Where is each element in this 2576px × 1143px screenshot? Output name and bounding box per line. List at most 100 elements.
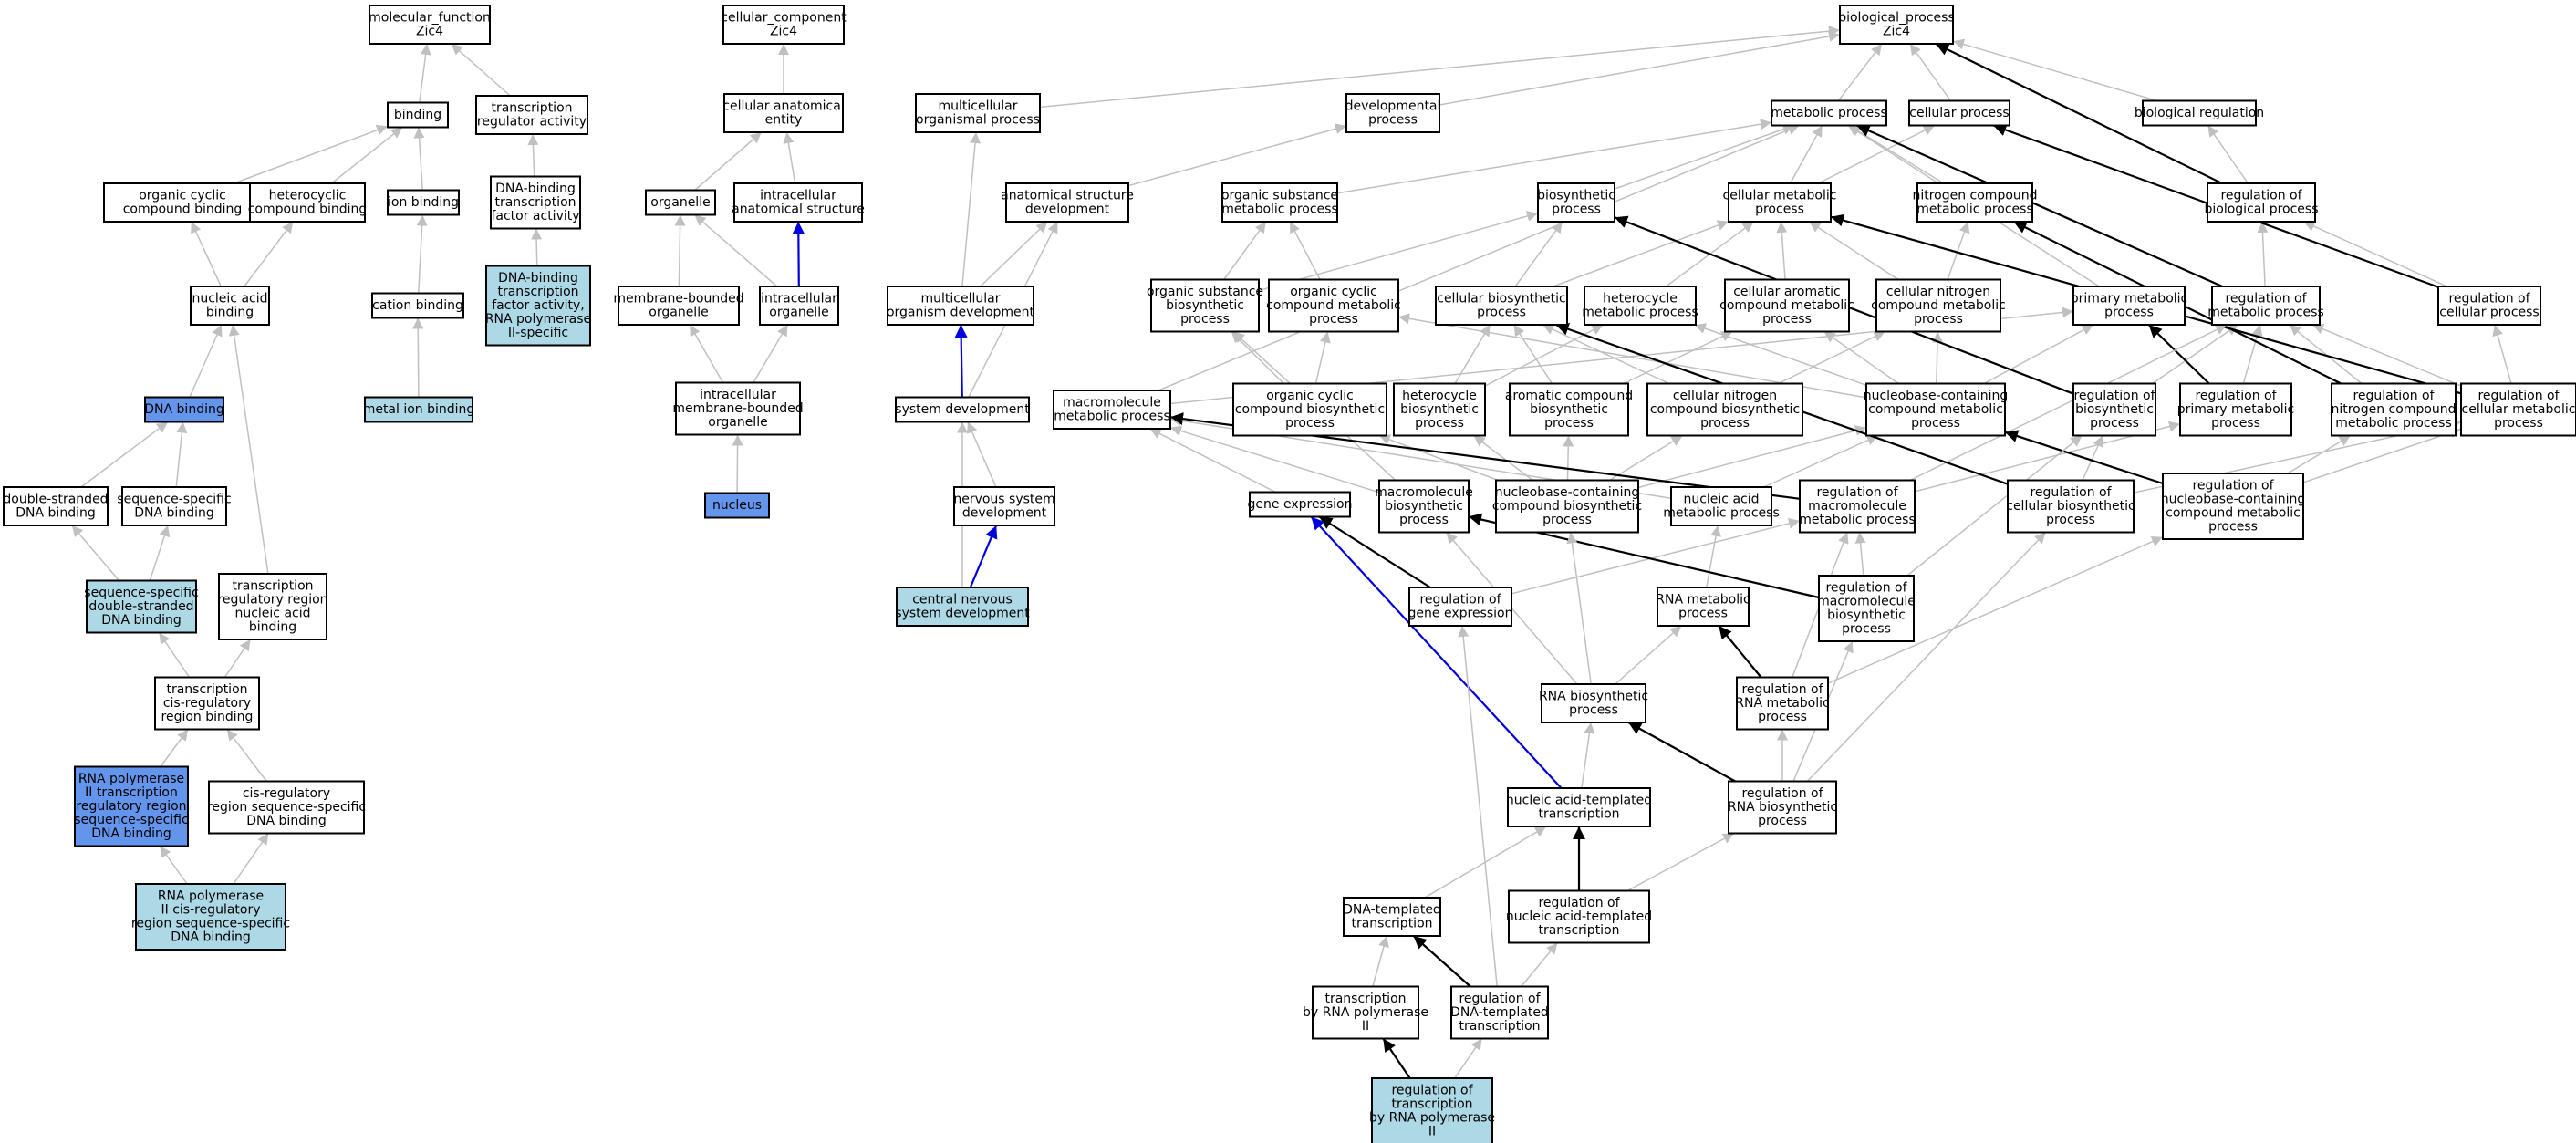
go-term-label-line: development [962, 506, 1047, 521]
edge-rnamp-to-namp [1706, 525, 1721, 588]
edge-rtrnap2-to-trnap2 [1382, 1037, 1411, 1079]
go-term-label-line: cellular metabolic [1723, 189, 1837, 203]
edge-occbp-to-occmp [1314, 331, 1331, 384]
go-term-binding[interactable]: binding [387, 101, 449, 129]
go-term-bioreg[interactable]: biological regulation [2135, 99, 2264, 127]
edge-rcbp-to-rbsp [2082, 435, 2103, 481]
go-term-organelle[interactable]: organelle [645, 189, 716, 216]
go-term-label-line: biosynthetic [1400, 402, 1479, 417]
go-term-label-line: heterocycle [1603, 292, 1678, 307]
go-term-box [1249, 491, 1351, 518]
go-term-geneexp[interactable]: gene expression [1248, 491, 1353, 518]
edge-rncmp-to-rmp [2289, 324, 2363, 385]
go-term-rnccmp[interactable]: regulation ofnucleobase-containingcompou… [2161, 473, 2306, 540]
go-term-label-line: biosynthetic [1385, 499, 1463, 514]
edge-natt-to-geneexp [1310, 515, 1563, 789]
go-term-nucleus[interactable]: nucleus [704, 492, 770, 519]
go-term-cationb[interactable]: cation binding [371, 292, 464, 319]
go-term-cellp[interactable]: cellular process [1908, 99, 2010, 127]
go-term-box [1728, 780, 1837, 835]
go-term-rmbp[interactable]: regulation ofmacromoleculebiosyntheticpr… [1817, 575, 1916, 642]
edge-tcrrb-to-trrnab [223, 639, 252, 678]
go-term-metalb[interactable]: metal ion binding [363, 396, 475, 423]
go-term-dnab[interactable]: DNA binding [144, 396, 224, 423]
go-term-ionb[interactable]: ion binding [387, 189, 460, 216]
go-term-label-line: ion binding [388, 195, 459, 210]
go-term-box [759, 286, 839, 326]
go-term-metp[interactable]: metabolic process [1771, 99, 1887, 127]
go-term-label-line: membrane-bounded [672, 401, 803, 416]
go-term-sysdev[interactable]: system development [895, 396, 1030, 423]
go-term-label-line: factor activity, [492, 298, 585, 313]
